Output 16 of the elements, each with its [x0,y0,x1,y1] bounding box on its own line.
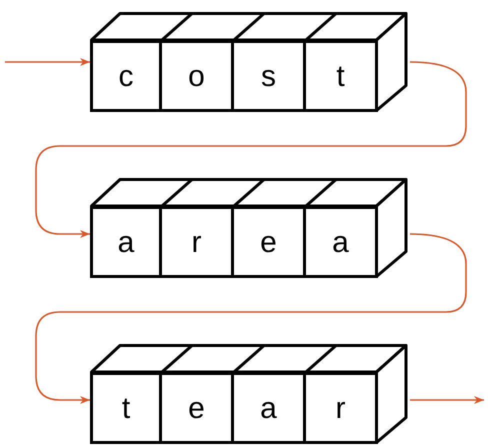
letter-cell: r [303,372,378,444]
arrow [35,233,467,404]
letter-cell: e [231,206,306,278]
letter-cell: a [90,206,162,278]
letter-cell: s [231,40,306,112]
letter-cell: a [303,206,378,278]
letter-cell: t [90,372,162,444]
arrow [410,396,484,404]
letter-cell: t [303,40,378,112]
letter-cell: o [159,40,234,112]
letter-cell: r [159,206,234,278]
letter-cell: a [231,372,306,444]
letter-cell: e [159,372,234,444]
arrow [35,61,467,238]
arrow [5,58,90,66]
letter-cell: c [90,40,162,112]
